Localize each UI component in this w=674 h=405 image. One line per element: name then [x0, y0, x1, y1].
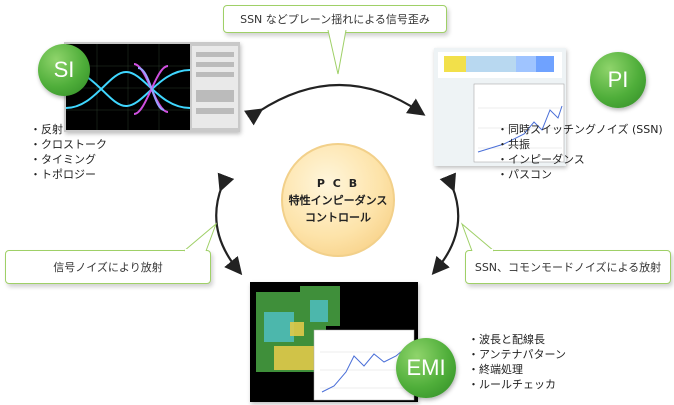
callout-right-tail — [460, 222, 495, 252]
list-item: トポロジー — [30, 167, 107, 182]
callout-top-tail — [327, 30, 347, 75]
callout-left-text: 信号ノイズにより放射 — [53, 261, 163, 274]
center-line-3: コントロール — [305, 210, 371, 224]
list-item: 同時スイッチングノイズ (SSN) — [497, 122, 663, 137]
center-line-2: 特性インピーダンス — [288, 193, 388, 207]
si-eye-diagram-screenshot — [64, 42, 240, 132]
center-pcb-circle: P C B 特性インピーダンス コントロール — [281, 143, 395, 257]
arrow-pi-emi — [431, 172, 460, 276]
list-item: ルールチェッカ — [468, 377, 566, 392]
list-item: 終端処理 — [468, 362, 566, 377]
si-items-list: 反射 クロストーク タイミング トポロジー — [30, 122, 107, 182]
emi-badge: EMI — [396, 338, 456, 398]
list-item: タイミング — [30, 152, 107, 167]
callout-right-text: SSN、コモンモードノイズによる放射 — [474, 261, 662, 274]
emi-badge-label: EMI — [406, 355, 446, 380]
pi-badge-label: PI — [607, 67, 629, 92]
si-badge-label: SI — [53, 57, 75, 82]
callout-left: 信号ノイズにより放射 — [5, 250, 211, 284]
callout-top: SSN などプレーン揺れによる信号歪み — [223, 5, 447, 33]
callout-right: SSN、コモンモードノイズによる放射 — [465, 250, 671, 284]
arrow-si-pi — [243, 83, 426, 126]
callout-left-tail — [183, 222, 218, 252]
pi-items-list: 同時スイッチングノイズ (SSN) 共振 インピーダンス パスコン — [497, 122, 663, 182]
callout-top-text: SSN などプレーン揺れによる信号歪み — [240, 13, 430, 26]
center-line-1: P C B — [316, 176, 360, 190]
list-item: 反射 — [30, 122, 107, 137]
emi-radiation-screenshot — [250, 282, 418, 402]
list-item: アンテナパターン — [468, 347, 566, 362]
emi-items-list: 波長と配線長 アンテナパターン 終端処理 ルールチェッカ — [468, 332, 566, 392]
list-item: パスコン — [497, 167, 663, 182]
list-item: 共振 — [497, 137, 663, 152]
list-item: クロストーク — [30, 137, 107, 152]
si-badge: SI — [38, 44, 90, 96]
list-item: インピーダンス — [497, 152, 663, 167]
pi-badge: PI — [590, 52, 646, 108]
list-item: 波長と配線長 — [468, 332, 566, 347]
arrow-si-emi — [215, 172, 243, 276]
